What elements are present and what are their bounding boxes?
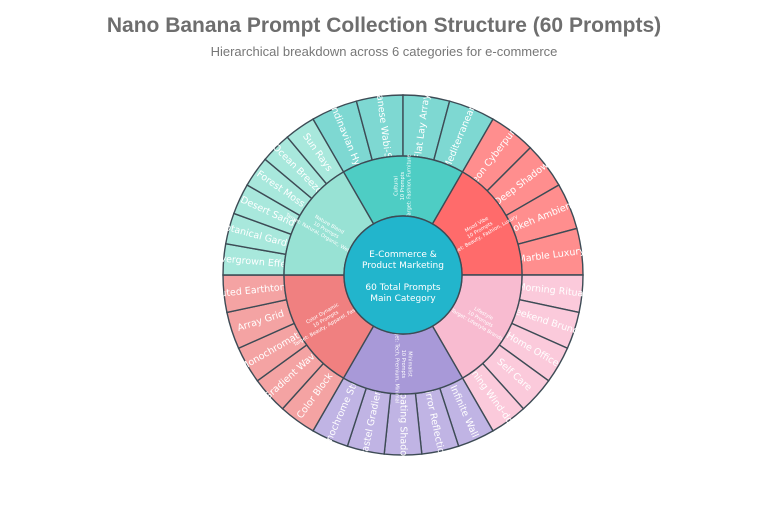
center-node: E-Commerce &Product Marketing 60 Total Pr… — [343, 215, 463, 335]
root-label-line: Main Category — [370, 294, 436, 304]
root-label-line: 60 Total Prompts — [365, 283, 440, 293]
root-label-line: Product Marketing — [362, 261, 444, 271]
chart-title: Nano Banana Prompt Collection Structure … — [106, 14, 662, 37]
root-label-line: E-Commerce & — [369, 250, 437, 260]
category-label-line: Cultural — [394, 176, 400, 196]
category-label-line: Target: Fashion, Furniture — [407, 154, 413, 218]
category-label-line: Minimalist — [407, 351, 413, 377]
root-node[interactable] — [343, 215, 463, 335]
category-label-line: 10 Prompts — [400, 171, 406, 200]
prompt-label-floating-shadow: Floating Shadow — [398, 385, 409, 464]
category-label-line: 10 Prompts — [400, 350, 406, 379]
chart-subtitle: Hierarchical breakdown across 6 categori… — [210, 44, 558, 59]
category-label-line: Target: Tech, Premium, Minimal — [394, 324, 400, 403]
